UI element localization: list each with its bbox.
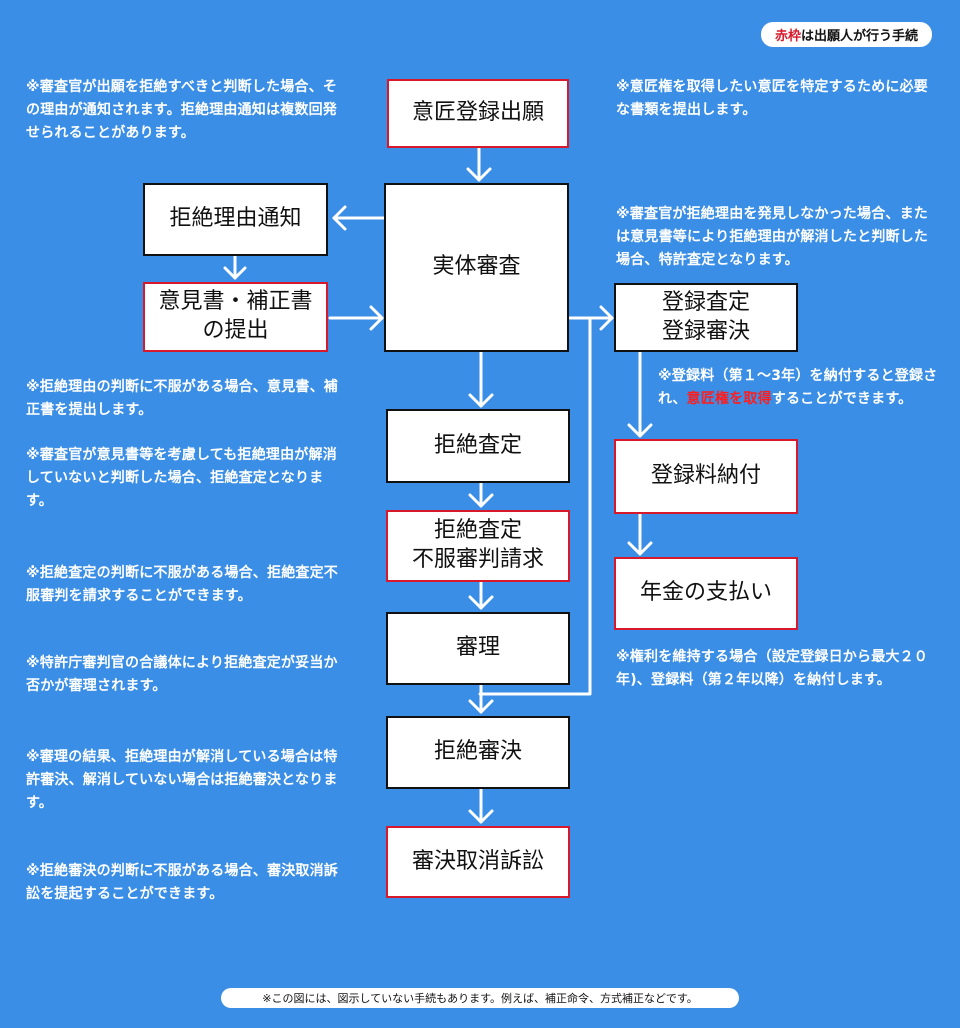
box-trial: 審理 <box>386 612 570 685</box>
box-substantive-exam-label: 実体審査 <box>432 253 520 282</box>
box-design-filing-label: 意匠登録出願 <box>412 99 544 128</box>
note-trial: ※特許庁審判官の合議体により拒絶査定が妥当か否かが審理されます。 <box>26 652 348 698</box>
note-rejection-decision: ※審査官が意見書等を考慮しても拒絶理由が解消していないと判断した場合、拒絶査定と… <box>26 444 348 513</box>
note-registration-decision: ※審査官が拒絶理由を発見しなかった場合、または意見書等により拒絶理由が解消したと… <box>616 203 936 272</box>
box-opinion-line2: の提出 <box>202 317 268 346</box>
note-filing: ※意匠権を取得したい意匠を特定するために必要な書類を提出します。 <box>616 76 936 122</box>
box-registration-decision: 登録査定 登録審決 <box>614 283 798 352</box>
legend-rest-label: は出願人が行う手続 <box>801 29 918 44</box>
note-registration-fee: ※登録料（第１～3年）を納付すると登録され、意匠権を取得することができます。 <box>658 365 938 411</box>
box-registration-line1: 登録査定 <box>662 289 750 318</box>
legend-red-label: 赤枠 <box>775 29 801 44</box>
box-appeal-line2: 不服審判請求 <box>412 546 544 575</box>
box-registration-fee-label: 登録料納付 <box>651 462 761 491</box>
note-opinion: ※拒絶理由の判断に不服がある場合、意見書、補正書を提出します。 <box>26 376 348 422</box>
note-registration-fee-highlight: 意匠権を取得 <box>687 391 772 407</box>
note-registration-fee-text-b: することができます。 <box>772 391 913 407</box>
box-revocation-suit-label: 審決取消訴訟 <box>412 848 544 877</box>
box-design-filing: 意匠登録出願 <box>387 79 569 148</box>
box-substantive-exam: 実体審査 <box>384 183 569 352</box>
box-opinion-submission: 意見書・補正書 の提出 <box>143 282 328 352</box>
box-rejection-notice-label: 拒絶理由通知 <box>169 205 301 234</box>
legend-badge: 赤枠は出願人が行う手続 <box>761 22 932 47</box>
box-trial-rejection: 拒絶審決 <box>386 716 570 789</box>
box-rejection-decision: 拒絶査定 <box>386 409 570 483</box>
box-annuity-payment-label: 年金の支払い <box>640 579 772 608</box>
note-revocation-suit: ※拒絶審決の判断に不服がある場合、審決取消訴訟を提起することができます。 <box>26 860 348 906</box>
box-appeal-request: 拒絶査定 不服審判請求 <box>386 510 570 582</box>
box-revocation-suit: 審決取消訴訟 <box>386 826 570 898</box>
box-appeal-line1: 拒絶査定 <box>434 517 522 546</box>
note-rejection-notice: ※審査官が出願を拒絶すべきと判断した場合、その理由が通知されます。拒絶理由通知は… <box>26 76 348 145</box>
box-rejection-notice: 拒絶理由通知 <box>143 183 328 256</box>
footer-note: ※この図には、図示していない手続もあります。例えば、補正命令、方式補正などです。 <box>221 988 739 1008</box>
note-trial-result: ※審理の結果、拒絶理由が解消している場合は特許審決、解消していない場合は拒絶審決… <box>26 746 348 815</box>
box-annuity-payment: 年金の支払い <box>614 557 798 630</box>
box-registration-fee: 登録料納付 <box>614 439 798 514</box>
box-trial-rejection-label: 拒絶審決 <box>434 738 522 767</box>
box-rejection-decision-label: 拒絶査定 <box>434 432 522 461</box>
note-appeal: ※拒絶査定の判断に不服がある場合、拒絶査定不服審判を請求することができます。 <box>26 562 348 608</box>
box-registration-line2: 登録審決 <box>662 318 750 347</box>
box-trial-label: 審理 <box>456 634 500 663</box>
box-opinion-line1: 意見書・補正書 <box>158 288 312 317</box>
note-annuity: ※権利を維持する場合（設定登録日から最大２０年)、登録料（第２年以降）を納付しま… <box>616 646 938 692</box>
